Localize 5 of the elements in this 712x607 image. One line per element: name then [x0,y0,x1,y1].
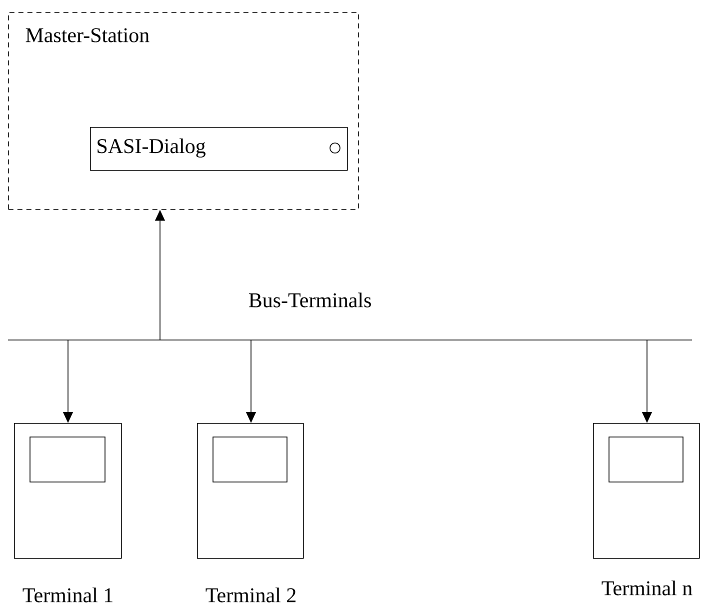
bus-label: Bus-Terminals [248,292,371,308]
dialog-box: SASI-Dialog [90,127,348,171]
terminal-label: Terminal 1 [22,588,112,602]
terminal-label: Terminal 2 [206,588,296,602]
terminal-label: Terminal n [602,580,692,596]
